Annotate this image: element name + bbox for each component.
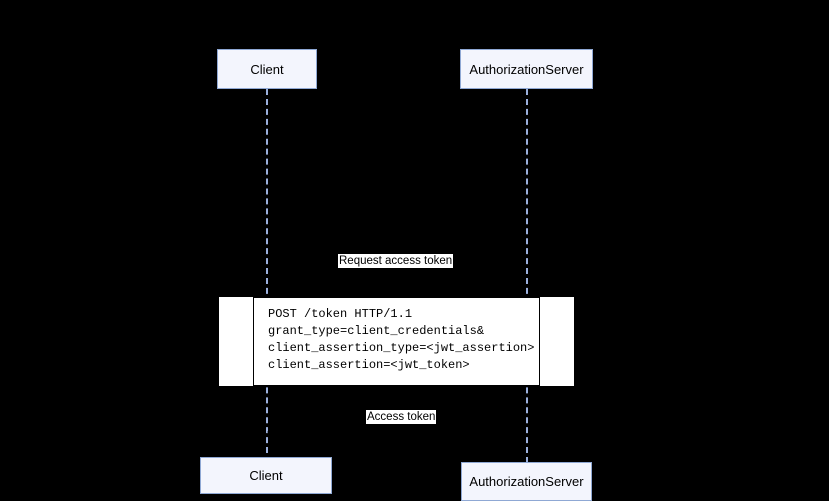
message-line-request-access-token (267, 276, 519, 277)
lifeline-authorization-server (526, 89, 528, 463)
message-line-access-token (274, 432, 526, 433)
message-label-request-access-token: Request access token (338, 254, 454, 268)
participant-client-bottom[interactable]: Client (200, 457, 332, 494)
message-label-access-token: Access token (366, 410, 437, 424)
message-arrowhead-access-token (267, 428, 274, 436)
note-token-request: POST /token HTTP/1.1 grant_type=client_c… (253, 297, 540, 386)
participant-authorization-server-top[interactable]: AuthorizationServer (460, 49, 593, 89)
participant-client-top[interactable]: Client (217, 49, 317, 89)
participant-authorization-server-bottom-label: AuthorizationServer (469, 474, 584, 489)
participant-authorization-server-top-label: AuthorizationServer (469, 61, 584, 77)
participant-authorization-server-bottom[interactable]: AuthorizationServer (461, 462, 592, 501)
participant-client-top-label: Client (250, 61, 284, 77)
participant-client-bottom-label: Client (249, 468, 283, 483)
message-arrowhead-request-access-token (519, 272, 526, 280)
